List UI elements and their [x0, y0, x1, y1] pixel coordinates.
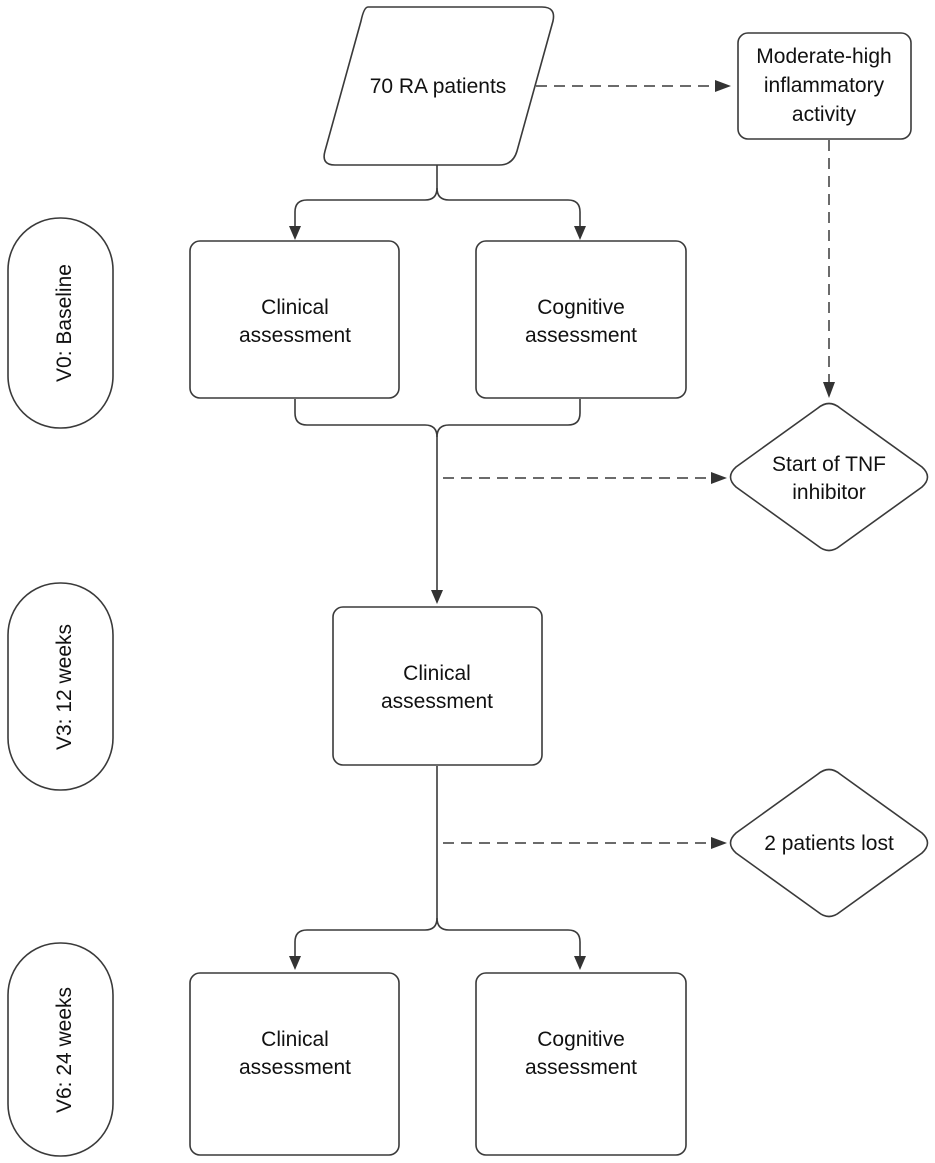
phase-v3-pill	[7, 582, 114, 791]
v0-cognitive-line-1: Cognitive	[537, 296, 625, 319]
v6-cognitive-node	[475, 972, 687, 1156]
phase-v6-pill	[7, 942, 114, 1157]
phase-v6-label: V6: 24 weeks	[53, 987, 76, 1113]
phase-v0-pill	[7, 217, 114, 429]
tnf-node	[729, 402, 929, 552]
arrowhead	[289, 226, 301, 240]
phase-v3-label: V3: 12 weeks	[53, 624, 76, 750]
arrowhead	[574, 226, 586, 240]
tnf-line-2: inhibitor	[792, 481, 866, 504]
v6-cognitive-line-1: Cognitive	[537, 1028, 625, 1051]
arrowhead	[431, 590, 443, 604]
connector-patients-to-cognitive	[436, 187, 581, 228]
v0-clinical-line-1: Clinical	[261, 296, 329, 319]
arrowhead	[289, 956, 301, 970]
tnf-line-1: Start of TNF	[772, 453, 886, 476]
v3-clinical-node	[332, 606, 543, 766]
connector-patients-to-clinical	[294, 165, 438, 228]
arrowhead	[711, 837, 727, 849]
patients-lost-label: 2 patients lost	[764, 832, 894, 855]
connector-clinical-merge	[294, 399, 438, 438]
arrowhead	[715, 80, 731, 92]
v3-clinical-line-2: assessment	[381, 690, 493, 713]
v6-cognitive-line-2: assessment	[525, 1056, 637, 1079]
v6-clinical-line-1: Clinical	[261, 1028, 329, 1051]
patients-label: 70 RA patients	[370, 75, 507, 98]
arrowhead	[574, 956, 586, 970]
arrowhead	[823, 382, 835, 398]
patients-node	[323, 6, 555, 166]
patients-lost-node	[729, 768, 929, 918]
phase-v0-label: V0: Baseline	[53, 264, 76, 382]
moderate-high-node	[737, 32, 912, 140]
v6-clinical-line-2: assessment	[239, 1056, 351, 1079]
moderate-high-line-3: activity	[792, 103, 857, 126]
moderate-high-line-2: inflammatory	[764, 74, 885, 97]
connector-cognitive-merge	[436, 399, 581, 438]
v0-cognitive-line-2: assessment	[525, 324, 637, 347]
arrowhead	[711, 472, 727, 484]
moderate-high-line-1: Moderate-high	[756, 45, 891, 68]
v6-clinical-node	[189, 972, 400, 1156]
connector-v3-to-clinical	[294, 766, 438, 958]
v0-cognitive-node	[475, 240, 687, 399]
v0-clinical-node	[189, 240, 400, 399]
v0-clinical-line-2: assessment	[239, 324, 351, 347]
v3-clinical-line-1: Clinical	[403, 662, 471, 685]
connector-v3-to-cognitive	[436, 917, 581, 958]
